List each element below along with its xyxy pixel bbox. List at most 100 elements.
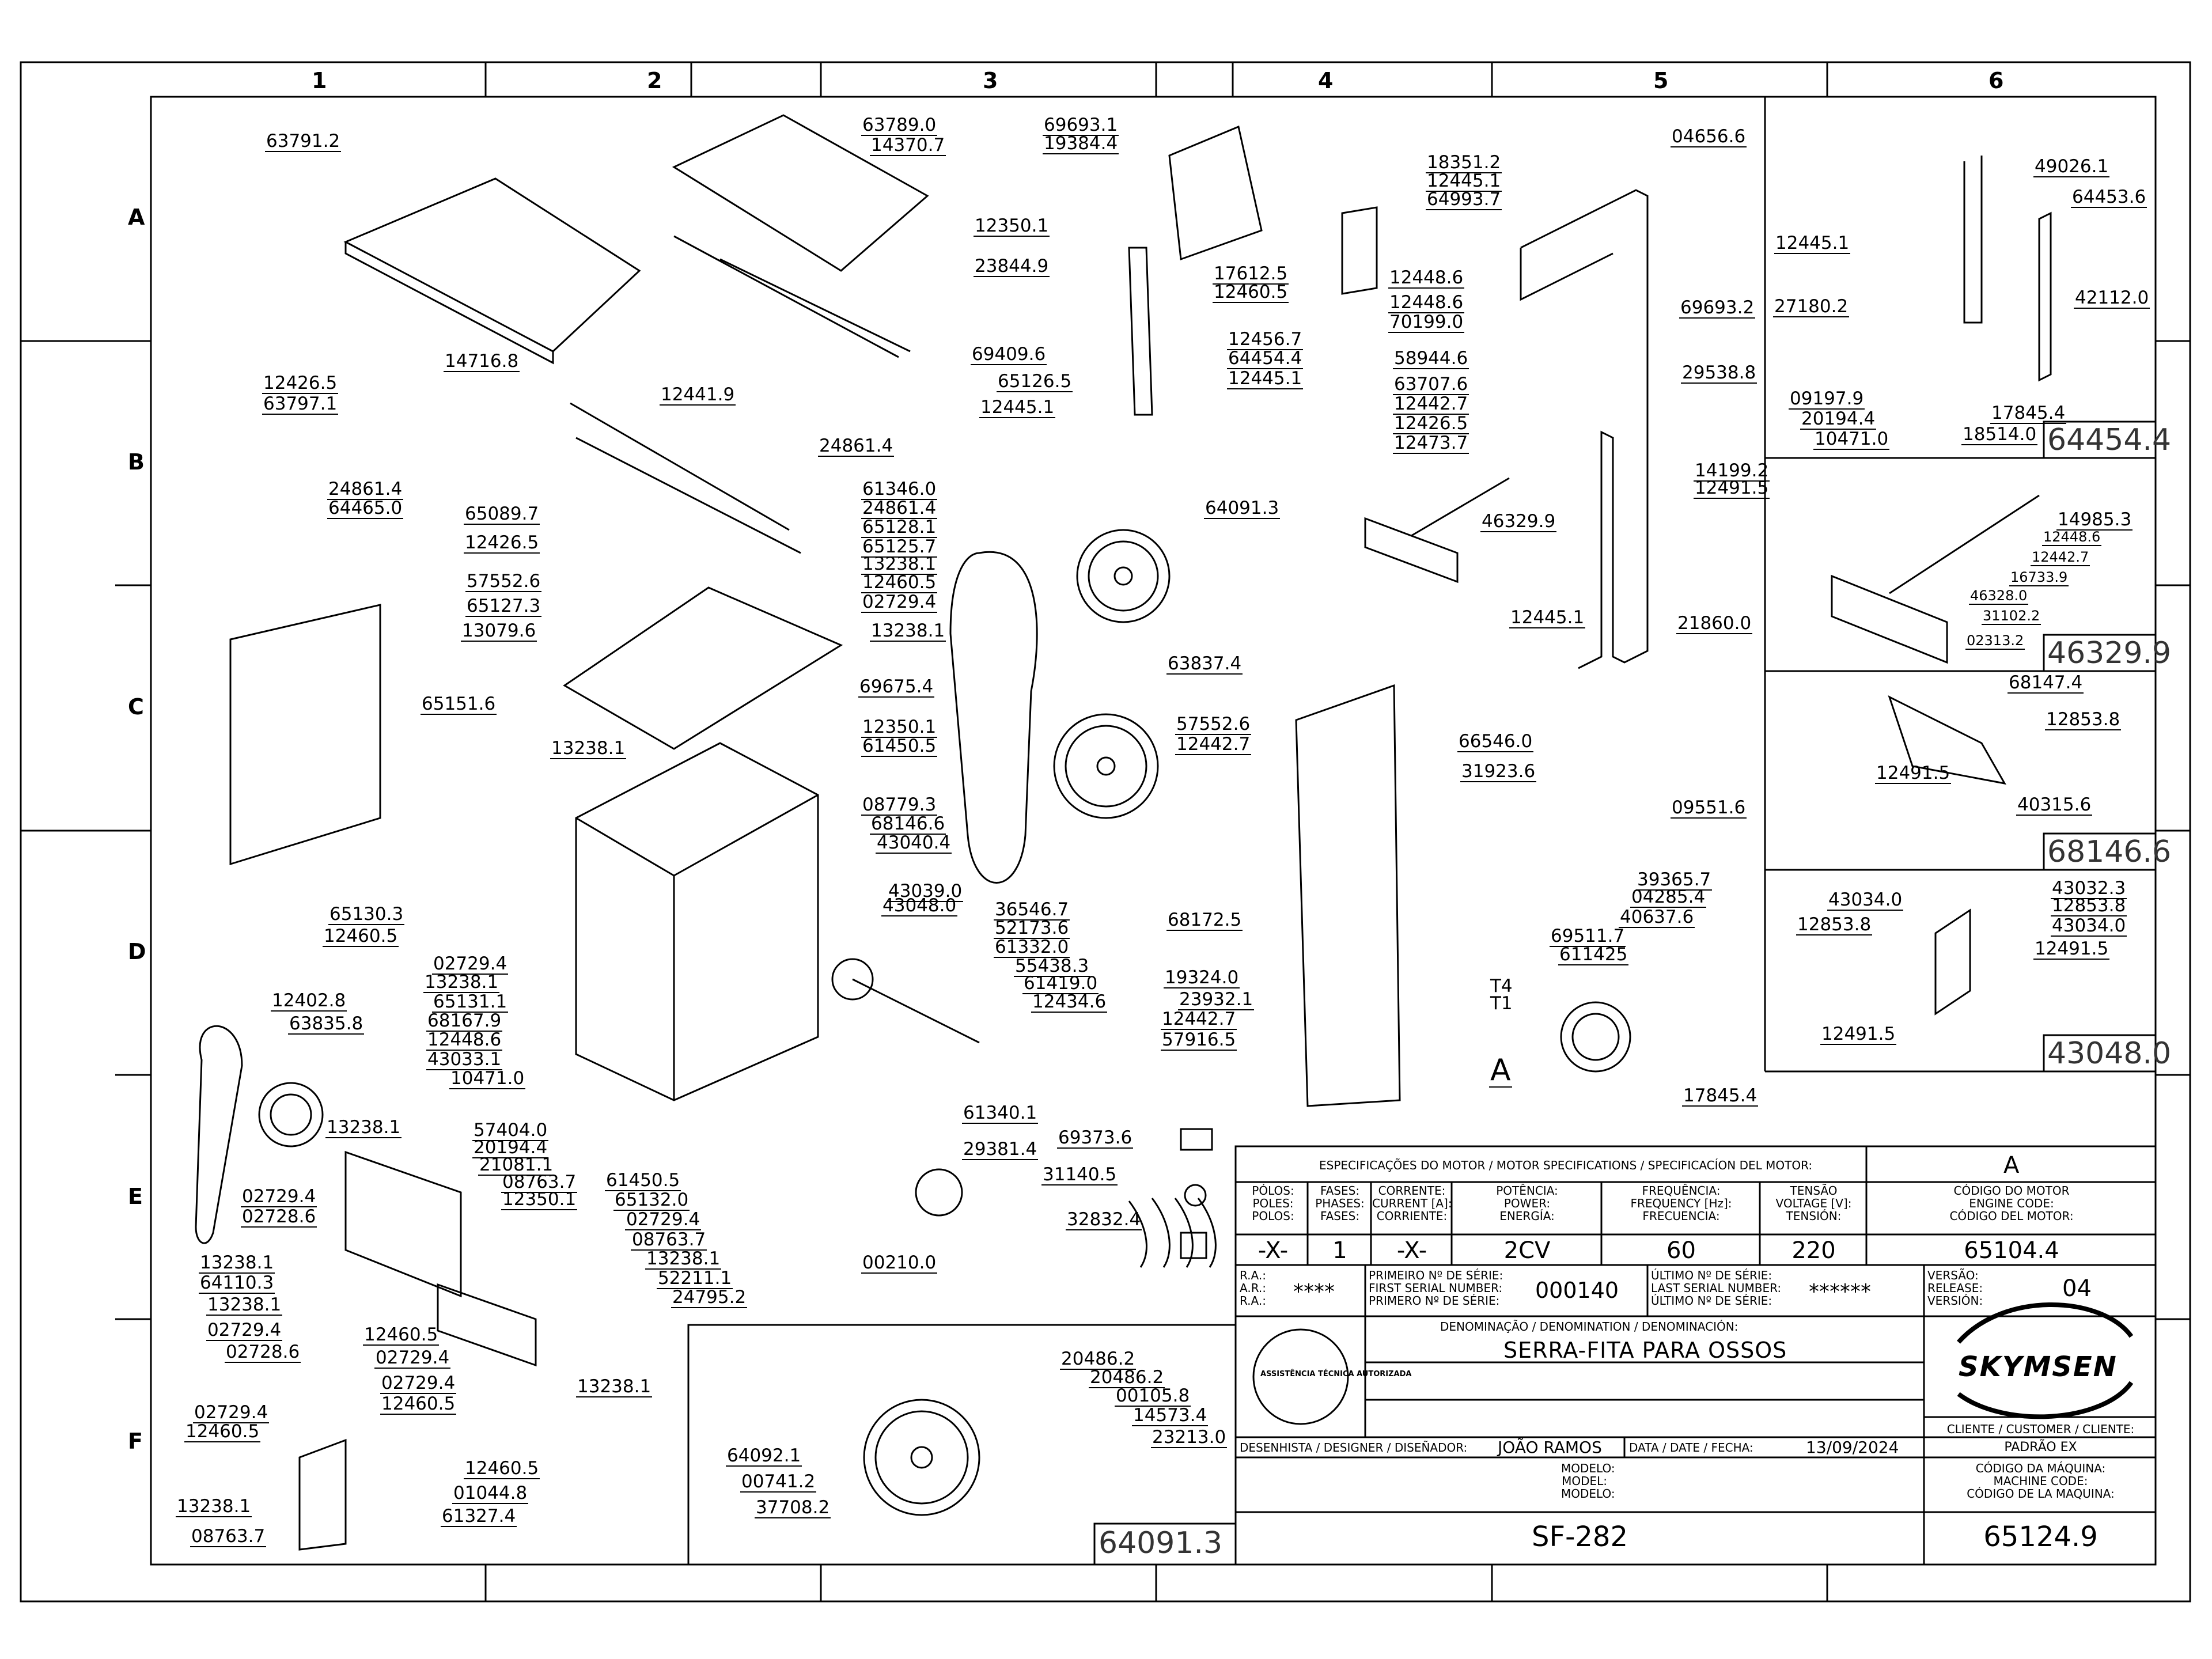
part-callout: 10471.0 [449,1068,526,1089]
spec-header-frequencia: FREQUÊNCIA:FREQUENCY [Hz]:FRECUENCIA: [1630,1184,1732,1223]
detail-label: 43048.0 [2047,1036,2172,1071]
part-callout: 13238.1 [423,972,500,993]
part-callout: 36546.7 [994,899,1070,921]
part-callout: 40637.6 [1619,907,1695,928]
model-value: SF-282 [1531,1521,1628,1553]
spec-header-corrente: CORRENTE:CURRENT [A]:CORRIENTE: [1372,1184,1452,1223]
part-callout: 02729.4 [241,1186,317,1207]
part-callout: 61327.4 [441,1506,517,1527]
part-callout: 43039.0 [887,881,964,902]
part-callout: 12460.5 [464,1458,540,1479]
part-callout: 02729.4 [193,1402,270,1423]
part-callout: 12426.5 [464,532,540,554]
part-callout: 63837.4 [1166,653,1243,675]
spec-value-frequencia: 60 [1666,1237,1696,1264]
part-callout: 70199.0 [1388,312,1465,333]
part-callout: 12448.6 [1388,292,1465,313]
part-callout: 31140.5 [1041,1164,1118,1185]
part-callout: 12441.9 [660,384,736,406]
part-callout: 12491.5 [1875,763,1952,784]
part-callout: 61450.5 [861,736,938,757]
part-callout: 49026.1 [2033,156,2110,177]
grid-row-label: D [128,939,146,964]
spec-value-tensao: 220 [1791,1237,1836,1264]
part-callout: 14716.8 [444,351,520,372]
part-callout: 55438.3 [1014,956,1090,977]
part-callout: 12853.8 [1796,914,1873,935]
part-callout: 13238.1 [861,554,938,575]
part-callout: 69693.2 [1679,297,1756,319]
part-callout: 08763.7 [631,1229,707,1251]
part-callout: 00741.2 [740,1471,817,1493]
date-label: DATA / DATE / FECHA: [1629,1441,1753,1455]
exploded-view-artwork [195,114,2052,1551]
part-callout: 12445.1 [979,397,1056,418]
part-callout: 64993.7 [1426,189,1502,210]
cliente-label: CLIENTE / CUSTOMER / CLIENTE: [1946,1422,2135,1436]
part-callout: 64091.3 [1204,498,1281,519]
part-callout: 61450.5 [605,1170,681,1191]
part-callout: 12350.1 [861,717,938,738]
grid-row-label: A [128,204,145,230]
part-callout: 23844.9 [974,256,1050,277]
grid-col-label: 2 [647,68,662,93]
first-serial-labels: PRIMEIRO Nº DE SÉRIE:FIRST SERIAL NUMBER… [1369,1268,1503,1308]
part-callout: 64453.6 [2071,187,2147,208]
part-callout: 09197.9 [1789,388,1865,410]
part-callout: 14199.2 [1694,460,1770,482]
motor-terminal-label: T1 [1490,993,1513,1014]
part-callout: 63797.1 [262,393,339,415]
part-callout: 65130.3 [328,904,405,925]
grid-col-label: 1 [312,68,327,93]
part-callout: 02729.4 [380,1373,457,1394]
last-serial-labels: ÚLTIMO Nº DE SÉRIE:LAST SERIAL NUMBER:ÚL… [1651,1268,1782,1308]
part-callout: 69373.6 [1057,1127,1134,1149]
grid-row-label: C [128,694,144,719]
part-callout: 63789.0 [861,115,938,136]
part-callout: 58944.6 [1393,348,1469,369]
version-value: 04 [2062,1275,2092,1302]
part-callout: 12491.5 [2033,938,2110,960]
part-callout: 64092.1 [726,1445,802,1467]
part-callout: 19384.4 [1043,133,1119,154]
part-callout: 17845.4 [1682,1085,1759,1107]
part-callout: 31102.2 [1982,608,2041,625]
part-callout: 12460.5 [184,1421,261,1442]
part-callout: 19324.0 [1164,967,1240,988]
part-callout: 13238.1 [576,1376,653,1397]
part-callout: 611425 [1558,944,1629,965]
part-callout: 29538.8 [1681,362,1758,384]
part-callout: 08763.7 [190,1526,267,1547]
grid-col-label: 5 [1653,68,1669,93]
part-callout: 17845.4 [1990,403,2067,424]
part-callout: 12442.7 [2031,549,2090,566]
part-callout: 65125.7 [861,536,938,558]
part-callout: 24861.4 [327,479,404,500]
part-callout: 52211.1 [657,1268,733,1289]
part-callout: 24795.2 [671,1287,748,1308]
part-callout: 20194.4 [472,1137,549,1158]
part-callout: 02729.4 [861,592,938,613]
motor-col-letter: A [2003,1152,2020,1179]
part-callout: 02728.6 [225,1342,301,1363]
part-callout: 40315.6 [2016,794,2093,816]
designer-label: DESENHISTA / DESIGNER / DISEÑADOR: [1240,1441,1468,1455]
part-callout: 17612.5 [1213,263,1289,285]
ra-value: **** [1293,1280,1335,1304]
part-callout: 12853.8 [2045,709,2122,730]
part-callout: 12491.5 [1694,478,1770,499]
part-callout: 68147.4 [2008,672,2084,694]
part-callout: 23213.0 [1151,1427,1228,1448]
foot [915,1168,963,1217]
part-callout: 21081.1 [478,1154,555,1176]
part-callout: 39365.7 [1636,869,1713,891]
motor-detail-letter: A [1489,1053,1512,1088]
part-callout: 20486.2 [1060,1349,1137,1370]
part-callout: 57404.0 [472,1120,549,1141]
part-callout: 13238.1 [550,738,627,759]
authorized-service-seal: ASSISTÊNCIA TÉCNICA AUTORIZADA [1260,1370,1412,1378]
version-labels: VERSÃO:RELEASE:VERSIÓN: [1927,1268,1983,1308]
part-callout: 43033.1 [426,1049,503,1070]
part-callout: 65132.0 [613,1190,690,1211]
